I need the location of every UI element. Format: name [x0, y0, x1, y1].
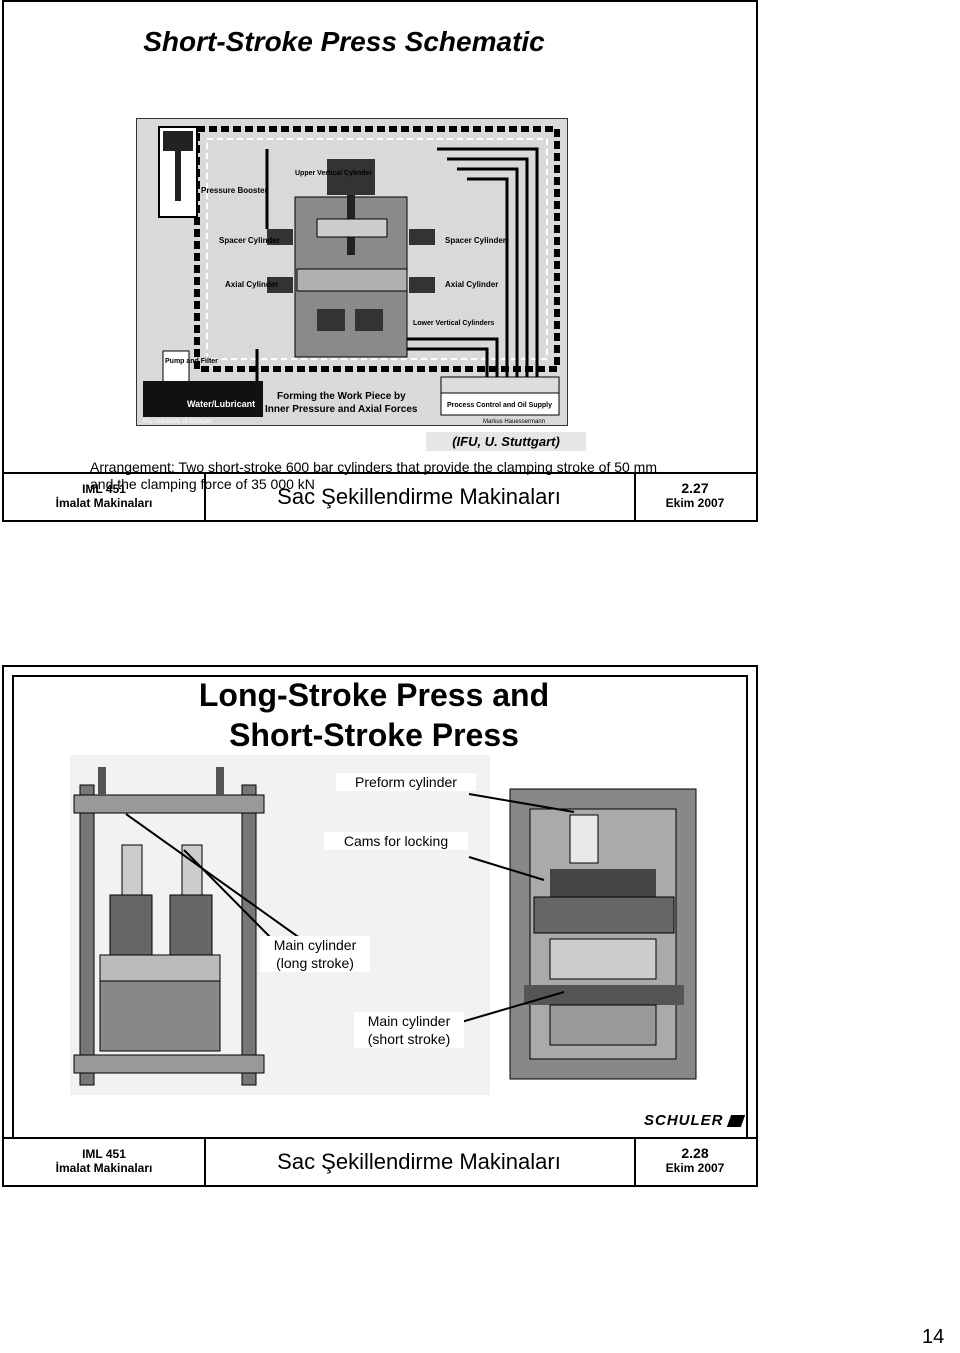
footer-course: IML 451 İmalat Makinaları [4, 1139, 206, 1185]
label-preform-cylinder: Preform cylinder [336, 773, 476, 791]
slide-inner-frame [12, 675, 748, 1139]
label-main-cylinder-long-2: (long stroke) [276, 955, 354, 971]
label-main-cylinder-short: Main cylinder (short stroke) [354, 1012, 464, 1048]
label-main-cylinder-long-1: Main cylinder [273, 937, 357, 953]
label-forming-line-1: Forming the Work Piece by [277, 391, 406, 402]
footer-topic-text: Sac Şekillendirme Makinaları [277, 484, 561, 509]
label-process-control: Process Control and Oil Supply [447, 402, 552, 409]
footer-course-name: İmalat Makinaları [55, 1161, 153, 1175]
label-cams-for-locking: Cams for locking [324, 832, 468, 850]
slide-footer: IML 451 İmalat Makinaları Sac Şekillendi… [4, 1137, 756, 1185]
press-schematic-figure: Pressure Booster Upper Vertical Cylinder… [136, 118, 568, 426]
footer-topic: Sac Şekillendirme Makinaları [204, 474, 636, 520]
footer-slide-number: 2.28 [681, 1145, 709, 1161]
footer-slide-info: 2.27 Ekim 2007 [634, 474, 756, 520]
footer-course: IML 451 İmalat Makinaları [4, 474, 206, 520]
schuler-logo: SCHULER [644, 1112, 745, 1129]
label-pressure-booster: Pressure Booster [201, 186, 268, 195]
label-author: Markus Hauessermann [483, 419, 545, 425]
label-axial-cylinder-left: Axial Cylinder [225, 280, 278, 289]
page-number: 14 [922, 1326, 945, 1348]
label-copyright: IFU University of Stuttgart [143, 419, 212, 425]
caption-text: Arrangement: Two short-stroke 600 bar cy… [90, 459, 658, 492]
label-pump-and-filter: Pump and Filter [165, 358, 218, 365]
label-lower-vertical-cylinders: Lower Vertical Cylinders [413, 320, 494, 327]
schuler-logo-text: SCHULER [644, 1112, 724, 1129]
label-water-lubricant: Water/Lubricant [187, 399, 255, 409]
slide-title: Short-Stroke Press Schematic [143, 26, 545, 57]
slide-footer: IML 451 İmalat Makinaları Sac Şekillendi… [4, 472, 756, 520]
footer-date: Ekim 2007 [665, 496, 725, 510]
label-main-cylinder-long: Main cylinder (long stroke) [260, 936, 370, 972]
footer-date: Ekim 2007 [665, 1161, 725, 1175]
footer-course-name: İmalat Makinaları [55, 496, 153, 510]
short-stroke-press-figure [494, 779, 714, 1089]
short-stroke-press-svg [509, 788, 697, 1080]
figure-credit: (IFU, U. Stuttgart) [426, 432, 586, 451]
footer-topic-text: Sac Şekillendirme Makinaları [277, 1149, 561, 1174]
slide-title-line-1: Long-Stroke Press and [198, 677, 550, 713]
press-schematic-svg: Pressure Booster Upper Vertical Cylinder… [143, 126, 560, 425]
footer-course-code: IML 451 [82, 482, 126, 496]
label-main-cylinder-short-2: (short stroke) [367, 1031, 451, 1047]
label-forming-line-2: Inner Pressure and Axial Forces [265, 404, 418, 415]
footer-slide-info: 2.28 Ekim 2007 [634, 1139, 756, 1185]
label-spacer-cylinder-right: Spacer Cylinder [445, 236, 506, 245]
label-spacer-cylinder-left: Spacer Cylinder [219, 236, 280, 245]
schuler-logo-mark-icon [726, 1115, 745, 1128]
slide-2-27: Short-Stroke Press Schematic [2, 0, 758, 522]
footer-topic: Sac Şekillendirme Makinaları [204, 1139, 636, 1185]
footer-slide-number: 2.27 [681, 480, 709, 496]
slide-title-line-2: Short-Stroke Press [229, 717, 519, 753]
slide-title: Long-Stroke Press and Short-Stroke Press [4, 675, 744, 755]
label-main-cylinder-short-1: Main cylinder [367, 1013, 451, 1029]
label-axial-cylinder-right: Axial Cylinder [445, 280, 498, 289]
footer-course-code: IML 451 [82, 1147, 126, 1161]
slide-2-28: Long-Stroke Press and Short-Stroke Press [2, 665, 758, 1187]
label-upper-vertical-cylinder: Upper Vertical Cylinder [295, 170, 372, 177]
